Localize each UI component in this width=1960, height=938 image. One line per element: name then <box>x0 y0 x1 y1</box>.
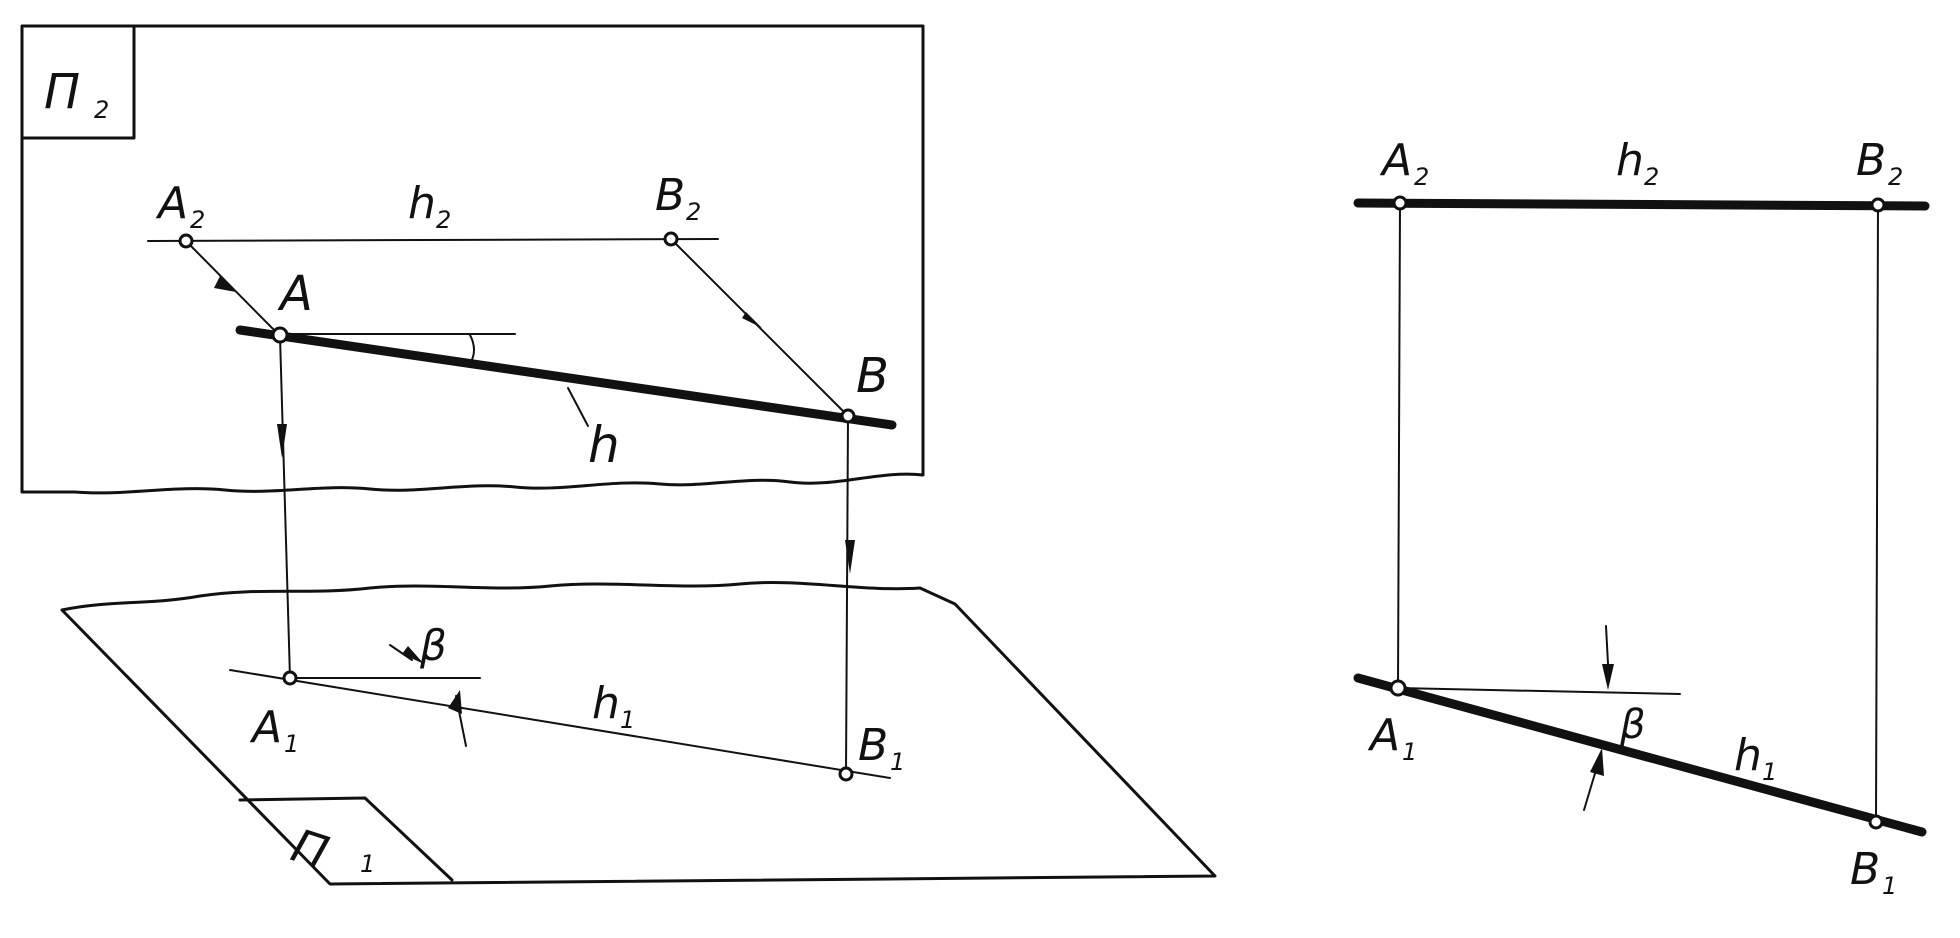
epure-label-b2-index: 2 <box>1888 163 1903 191</box>
plane-h-label-index: 1 <box>360 850 375 878</box>
point-a-marker <box>271 326 289 344</box>
projector-a-to-a2 <box>185 240 279 335</box>
label-b2-index: 2 <box>686 198 701 226</box>
projector-b-to-b1 <box>845 415 849 775</box>
arrow-to-b2 <box>742 312 762 328</box>
beta-arrow-lower-head <box>448 690 462 714</box>
point-b-marker <box>840 408 856 424</box>
plane-h-label-box <box>238 796 454 882</box>
projector-a-to-a1 <box>279 335 291 679</box>
point-b2-marker <box>663 231 679 247</box>
epure-point-b1-marker <box>1868 814 1884 830</box>
point-a2-marker <box>178 233 194 249</box>
plane-v-label-box <box>20 24 136 140</box>
epure-point-a2-marker <box>1392 195 1408 211</box>
epure-label-h2-index: 2 <box>1644 163 1659 191</box>
epure-label-h2: h <box>1616 135 1644 186</box>
epure-h1-line <box>1353 673 1927 837</box>
label-a: A <box>277 266 313 322</box>
point-b1-marker <box>838 766 854 782</box>
epure-label-b1-index: 1 <box>1882 872 1897 900</box>
point-a1-marker <box>282 670 298 686</box>
epure-label-a1-index: 1 <box>1402 738 1417 766</box>
label-a2-index: 2 <box>190 206 205 234</box>
label-b1-index: 1 <box>890 748 905 776</box>
epure-label-h1-index: 1 <box>1762 758 1777 786</box>
frontal-projection-h2-line <box>147 238 719 242</box>
epure-angle-reference-line <box>1397 687 1681 695</box>
frontal-plane-outline <box>20 24 925 495</box>
angle-arc-a <box>469 334 475 365</box>
spatial-line-h <box>235 325 897 430</box>
projector-b-to-b2 <box>670 238 847 415</box>
spatial-view: П 2 П 1 <box>20 24 1217 886</box>
epure-point-b2-marker <box>1870 197 1886 213</box>
plane-v-label: П <box>44 64 80 120</box>
arrow-down-b <box>845 540 855 574</box>
epure-label-b1: B <box>1850 844 1880 895</box>
epure-label-a2-index: 2 <box>1414 163 1429 191</box>
epure-label-h1: h <box>1734 730 1762 781</box>
label-h2: h <box>408 178 436 229</box>
epure-projector-b <box>1875 204 1879 823</box>
label-h1-index: 1 <box>620 706 635 734</box>
line-h-leader <box>567 387 589 427</box>
beta-arrow-upper-head <box>402 646 424 664</box>
label-h: h <box>588 416 620 474</box>
epure-point-a1-marker <box>1389 679 1407 697</box>
epure-label-b2: B <box>1856 135 1886 186</box>
epure-label-beta: β <box>1619 702 1646 748</box>
label-b1: B <box>858 720 888 771</box>
epure-label-a1: A <box>1367 710 1400 761</box>
label-beta: β <box>419 621 447 670</box>
label-a2: A <box>155 178 188 229</box>
label-b: B <box>856 348 889 404</box>
epure-beta-arrow-upper-head <box>1602 664 1614 690</box>
epure-h2-line <box>1353 198 1930 211</box>
arrow-to-a2 <box>214 276 236 292</box>
epure-beta-arrow-lower-shaft <box>1583 769 1597 811</box>
label-h2-index: 2 <box>436 206 451 234</box>
epure-view: A 2 h 2 B 2 β h 1 A 1 B 1 <box>1353 135 1930 900</box>
plane-v-label-index: 2 <box>94 96 109 124</box>
horizontal-projection-h1-line <box>229 669 891 779</box>
horizontal-plane-outline <box>60 581 1217 886</box>
epure-projector-a <box>1397 202 1401 687</box>
beta-arrow-upper-shaft <box>389 644 413 661</box>
label-b2: B <box>655 170 685 221</box>
epure-beta-arrow-lower-head <box>1590 748 1604 776</box>
plane-h-label: П <box>285 818 335 880</box>
label-h1: h <box>592 678 620 729</box>
epure-label-a2: A <box>1379 135 1412 186</box>
label-a1-index: 1 <box>284 730 299 758</box>
arrow-down-a <box>277 424 287 458</box>
epure-beta-arrow-upper-shaft <box>1605 625 1609 665</box>
label-a1: A <box>249 702 282 753</box>
